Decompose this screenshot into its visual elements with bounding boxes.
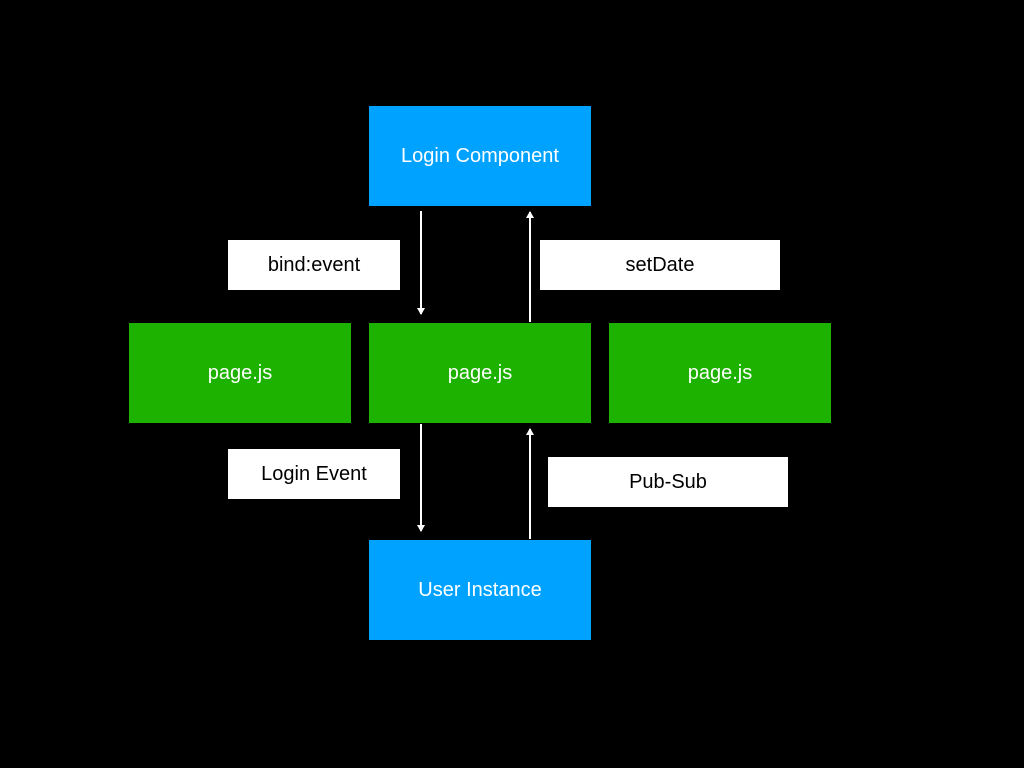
login-event-text: Login Event [261,462,367,485]
bind-event-text: bind:event [267,253,361,276]
page-js-node-center: page.js [369,323,591,423]
page-js-left-label: page.js [207,361,273,384]
user-instance-label: User Instance [418,578,542,601]
user-instance-node: User Instance [369,540,591,640]
page-js-node-left: page.js [129,323,351,423]
pub-sub-label: Pub-Sub [548,457,788,507]
page-js-node-right: page.js [609,323,831,423]
pub-sub-text: Pub-Sub [629,470,707,493]
page-js-center-label: page.js [447,361,513,384]
set-date-label: setDate [540,240,780,290]
login-component-label: Login Component [401,144,559,167]
page-js-right-label: page.js [687,361,753,384]
login-component-node: Login Component [369,106,591,206]
set-date-text: setDate [625,253,695,276]
bind-event-label: bind:event [228,240,400,290]
login-event-label: Login Event [228,449,400,499]
